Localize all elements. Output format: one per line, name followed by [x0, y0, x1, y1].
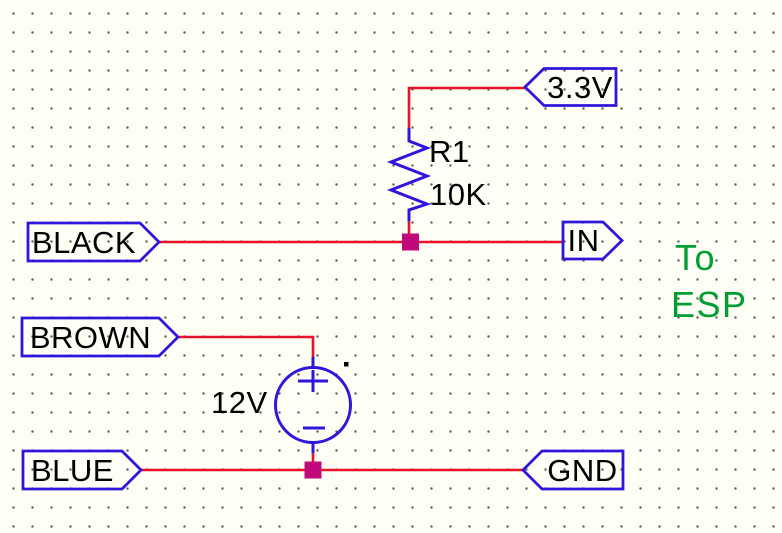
junction-dot	[304, 461, 322, 479]
annotation-to: To	[675, 237, 717, 278]
voltage-source-symbol	[274, 357, 352, 453]
flag-brown-label: BROWN	[29, 319, 152, 355]
flag-black-outline	[26, 221, 161, 263]
flag-gnd-label: GND	[547, 452, 618, 488]
flag-in-label: IN	[567, 223, 600, 258]
annotation-esp: ESP	[671, 284, 748, 325]
resistor-value-label: 10K	[430, 176, 487, 212]
wire-brown-to-source	[178, 335, 315, 359]
resistor-symbol	[386, 128, 432, 221]
wire-3v3-to-resistor	[407, 86, 526, 129]
flag-blue-outline	[21, 449, 143, 491]
flag-3v3-label: 3.3V	[547, 69, 613, 105]
source-circle	[274, 366, 352, 444]
flag-gnd-outline	[521, 449, 625, 491]
period-dot	[344, 362, 349, 367]
flag-in-outline	[561, 220, 625, 261]
flag-brown-outline	[20, 316, 180, 358]
flag-black-label: BLACK	[31, 224, 137, 260]
junction-dot	[402, 233, 419, 251]
source-value-label: 12V	[211, 384, 268, 420]
resistor-ref-label: R1	[429, 133, 470, 169]
flag-3v3-outline	[522, 67, 618, 107]
flag-blue-label: BLUE	[31, 452, 114, 488]
